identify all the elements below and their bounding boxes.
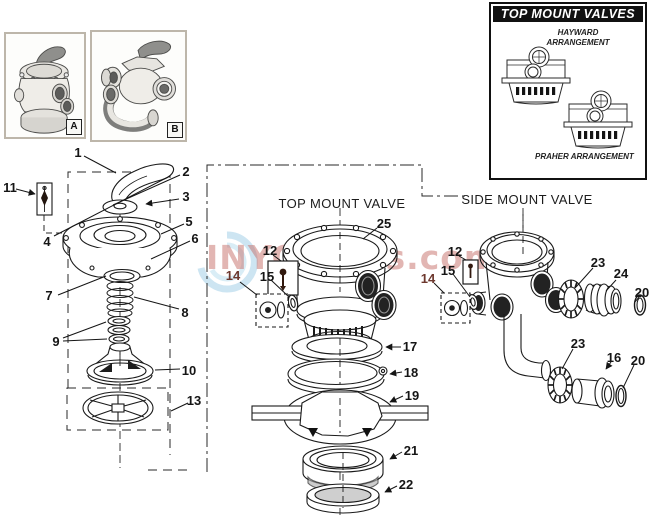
callout-tm-22: 22 — [399, 477, 413, 492]
callout-sm-23-upper: 23 — [591, 255, 605, 270]
callout-left-13: 13 — [187, 393, 201, 408]
leader-lines — [15, 155, 640, 493]
callout-sm-14: 14 — [421, 271, 436, 286]
callout-tm-19: 19 — [405, 388, 419, 403]
side-mount-valve-label: SIDE MOUNT VALVE — [461, 192, 592, 207]
part-16-drawing — [571, 377, 615, 409]
callout-sm-16: 16 — [607, 350, 621, 365]
top-mount-valves-inset-panel: TOP MOUNT VALVES HAYWARD ARRANGEMENT — [489, 2, 647, 180]
callout-sm-24: 24 — [614, 266, 629, 281]
multiport-valve-exploded — [36, 163, 178, 425]
side-mount-valve-exploded — [440, 214, 647, 409]
praher-arrangement-label: PRAHER ARRANGEMENT — [535, 152, 634, 161]
callout-left-11: 11 — [3, 180, 17, 195]
callout-tm-15: 15 — [260, 269, 274, 284]
callout-sm-20-upper: 20 — [635, 285, 649, 300]
callout-sm-15: 15 — [441, 263, 455, 278]
callout-left-6: 6 — [191, 231, 198, 246]
callout-sm-23-lower: 23 — [571, 336, 585, 351]
callout-left-9: 9 — [52, 334, 59, 349]
callout-left-5: 5 — [185, 214, 192, 229]
part-24-drawing — [583, 283, 622, 317]
callout-sm-12: 12 — [448, 244, 462, 259]
arrangement-drawings — [501, 46, 633, 149]
callout-tm-17: 17 — [403, 339, 417, 354]
top-mount-valve-photo-image — [14, 46, 75, 134]
photo-b-label: B — [167, 122, 183, 138]
top-mount-valve-exploded — [251, 224, 429, 514]
callout-tm-21: 21 — [404, 443, 418, 458]
callout-left-4: 4 — [43, 234, 51, 249]
callout-tm-14: 14 — [226, 268, 241, 283]
part-23-upper-drawing — [557, 279, 585, 319]
part-10-drawing — [86, 342, 154, 386]
photo-top-mount-valve: A — [4, 32, 86, 139]
callout-left-8: 8 — [181, 305, 188, 320]
part-19-drawing — [251, 389, 429, 445]
top-mount-valve-label: TOP MOUNT VALVE — [279, 196, 406, 211]
callout-left-10: 10 — [182, 363, 196, 378]
part-13-drawing — [82, 391, 154, 425]
callout-left-3: 3 — [182, 189, 189, 204]
callout-left-2: 2 — [182, 164, 189, 179]
part-11-drawing — [36, 182, 53, 216]
photo-side-mount-valve: B — [90, 30, 187, 142]
side-mount-valve-photo-image — [101, 40, 176, 132]
callout-sm-20-lower: 20 — [631, 353, 645, 368]
callout-tm-12: 12 — [263, 243, 277, 258]
inset-panel-title: TOP MOUNT VALVES — [493, 6, 643, 22]
callout-left-1: 1 — [74, 145, 81, 160]
callout-left-7: 7 — [45, 288, 52, 303]
part-23-lower-drawing — [547, 366, 573, 404]
callout-numbers: 1 2 3 4 5 6 7 8 9 10 11 13 25 12 15 14 1… — [3, 145, 649, 492]
photo-a-label: A — [66, 119, 82, 135]
hayward-arrangement-label: HAYWARD ARRANGEMENT — [546, 28, 610, 47]
callout-tm-25: 25 — [377, 216, 391, 231]
callout-tm-18: 18 — [404, 365, 418, 380]
